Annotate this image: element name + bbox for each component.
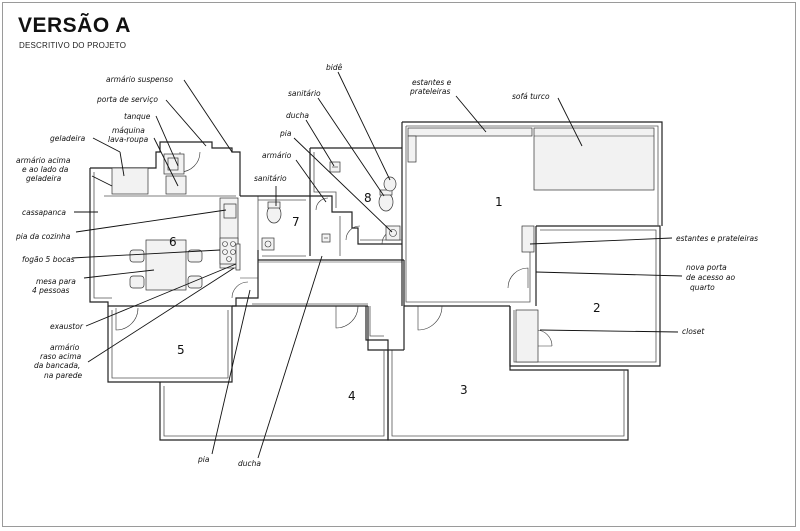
- bide-shape: [383, 176, 397, 192]
- label-armario-raso-3: da bancada,: [34, 361, 80, 370]
- label-estantes-top-1: estantes e: [412, 78, 452, 87]
- label-tanque: tanque: [124, 112, 151, 121]
- label-exaustor: exaustor: [50, 322, 84, 331]
- walls: [89, 121, 663, 441]
- maquina-shape: [165, 175, 187, 195]
- closet-shape: [515, 309, 539, 363]
- cadeira-2: [129, 275, 145, 289]
- label-estantes-top-2: prateleiras: [409, 87, 450, 96]
- cadeira-1: [129, 249, 145, 263]
- tanque-bowl: [167, 157, 179, 171]
- label-sanitario-top: sanitário: [288, 89, 321, 98]
- doors: [115, 151, 553, 347]
- label-nova-porta-2: de acesso ao: [686, 273, 735, 282]
- sofa-turco-shape: [533, 127, 655, 191]
- estantes-top-shape: [407, 127, 533, 137]
- room-numbers: 1 2 3 4 5 6 7 8: [169, 191, 601, 403]
- label-ducha-bottom: ducha: [238, 459, 261, 468]
- label-mesa-1: mesa para: [36, 277, 76, 286]
- label-armario-acima-1: armário acima: [16, 156, 71, 165]
- label-pia-top: pia: [279, 129, 292, 138]
- room-number-8: 8: [364, 191, 372, 205]
- label-armario-suspenso: armário suspenso: [106, 75, 173, 84]
- armario-raso-shape: [235, 243, 241, 271]
- label-armario-acima-2: e ao lado da: [22, 165, 69, 174]
- estantes-right-shape: [521, 225, 535, 253]
- label-nova-porta-1: nova porta: [686, 263, 727, 272]
- label-pia-bottom: pia: [197, 455, 210, 464]
- room-number-2: 2: [593, 301, 601, 315]
- label-armario-mid: armário: [262, 151, 292, 160]
- label-cassapanca: cassapanca: [22, 208, 66, 217]
- label-sanitario-mid: sanitário: [254, 174, 287, 183]
- geladeira-shape: [111, 167, 149, 195]
- pia-7-shape: [261, 237, 275, 251]
- fogao-shape: [219, 237, 239, 265]
- label-armario-raso-2: raso acima: [40, 352, 82, 361]
- label-mesa-2: 4 pessoas: [32, 286, 70, 295]
- label-maquina-1: máquina: [112, 126, 145, 135]
- label-nova-porta-3: quarto: [690, 283, 715, 292]
- cadeira-4: [187, 275, 203, 289]
- page-title: VERSÃO A: [18, 14, 131, 37]
- room-number-4: 4: [348, 389, 356, 403]
- label-armario-raso-4: na parede: [44, 371, 83, 380]
- cadeira-3: [187, 249, 203, 263]
- label-fogao: fogão 5 bocas: [22, 255, 75, 264]
- room-number-5: 5: [177, 343, 185, 357]
- sanitario-8-shape: [378, 192, 394, 212]
- label-geladeira: geladeira: [50, 134, 86, 143]
- label-armario-acima-3: geladeira: [26, 174, 62, 183]
- annotations: armário suspenso porta de serviço tanque…: [15, 63, 758, 468]
- label-ducha: ducha: [286, 111, 309, 120]
- room-number-1: 1: [495, 195, 503, 209]
- label-porta-servico: porta de serviço: [96, 95, 158, 104]
- pia-cozinha-shape: [223, 203, 237, 219]
- page-subtitle: DESCRITIVO DO PROJETO: [19, 41, 127, 50]
- label-armario-raso-1: armário: [50, 343, 80, 352]
- leader-lines: [71, 71, 683, 459]
- fixtures: [111, 127, 655, 363]
- label-pia-cozinha: pia da cozinha: [15, 232, 71, 241]
- label-estantes-right: estantes e prateleiras: [676, 234, 758, 243]
- label-maquina-2: lava-roupa: [108, 135, 149, 144]
- room-number-3: 3: [460, 383, 468, 397]
- mesa-shape: [145, 239, 187, 291]
- label-bide: bidê: [326, 63, 343, 72]
- room-number-7: 7: [292, 215, 300, 229]
- label-sofa-turco: sofá turco: [512, 92, 550, 101]
- label-closet: closet: [682, 327, 705, 336]
- room-number-6: 6: [169, 235, 177, 249]
